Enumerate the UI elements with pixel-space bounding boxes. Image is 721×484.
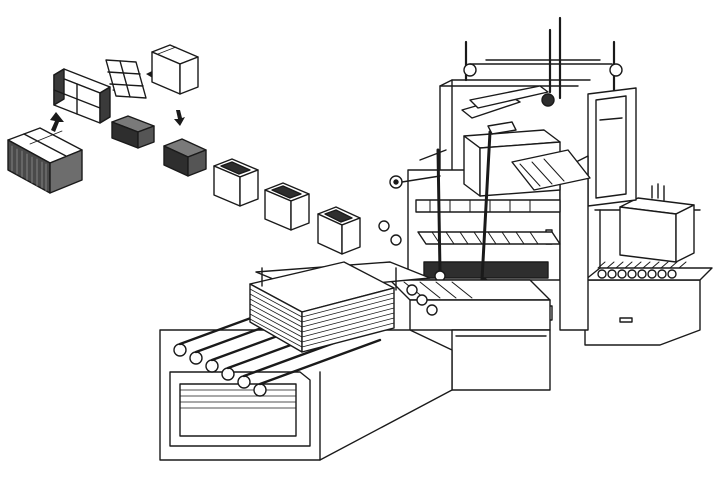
- open-case-3: [317, 206, 361, 255]
- discharge-conveyor: [584, 183, 713, 346]
- case-erecting-machine: [159, 16, 713, 461]
- bottom-sealed: [163, 138, 207, 177]
- open-case-1: [213, 158, 259, 207]
- arrow-icon: [174, 110, 185, 126]
- flattened-blank: [7, 127, 83, 194]
- infeed-roller-conveyor: [159, 261, 453, 461]
- open-case-2: [264, 182, 310, 231]
- finished-case: [619, 197, 695, 263]
- sleeve-rotated: [151, 44, 199, 95]
- squared-sleeve: [105, 59, 147, 99]
- erecting-frame: [378, 79, 637, 331]
- overhead-cylinders: [434, 16, 623, 290]
- case-formation-sequence: [7, 44, 361, 255]
- bottom-flaps-folding: [111, 115, 155, 149]
- arrow-icon: [50, 112, 64, 132]
- folding-table: [389, 279, 551, 391]
- blank-magazine: [249, 261, 397, 353]
- blank-pulled-open: [53, 68, 111, 124]
